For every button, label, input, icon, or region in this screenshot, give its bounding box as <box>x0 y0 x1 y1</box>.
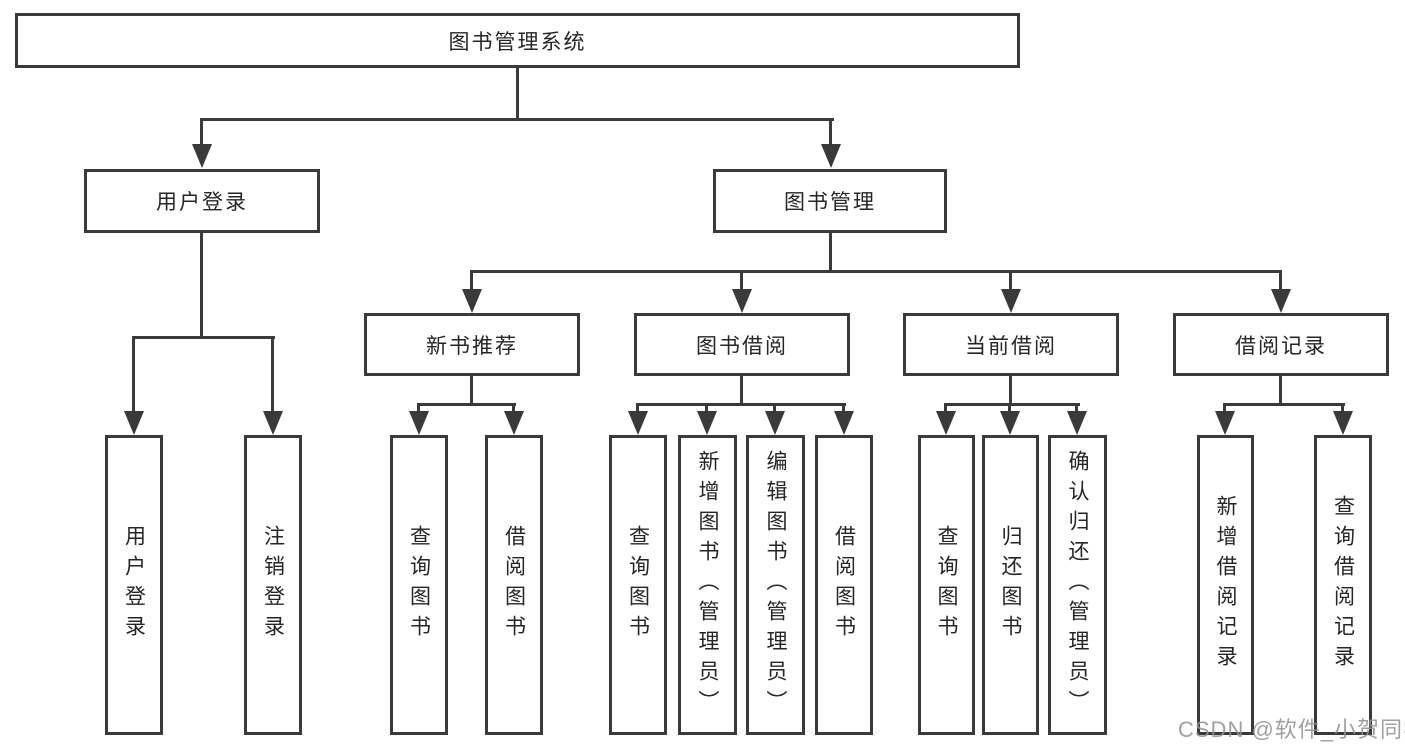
connector-arrowhead-icon <box>821 144 841 168</box>
connector-vline <box>1075 403 1078 415</box>
node-new-book-recommendation: 新书推荐 <box>364 313 580 376</box>
leaf-user-login: 用户登录 <box>105 435 163 735</box>
leaf-add-book-admin: 新增图书（管理员） <box>678 435 737 735</box>
node-library-management-system: 图书管理系统 <box>15 13 1020 68</box>
connector-vline <box>773 403 776 415</box>
connector-arrowhead-icon <box>697 411 717 435</box>
node-borrowing-records: 借阅记录 <box>1173 313 1389 376</box>
connector-arrowhead-icon <box>834 411 854 435</box>
connector-hline <box>944 403 1080 406</box>
connector-vline <box>200 118 203 150</box>
connector-vline <box>705 403 708 415</box>
connector-vline <box>944 403 947 415</box>
connector-arrowhead-icon <box>732 289 752 313</box>
leaf-add-borrow-record: 新增借阅记录 <box>1197 435 1254 735</box>
connector-hline <box>470 270 1282 273</box>
connector-arrowhead-icon <box>504 411 524 435</box>
leaf-query-books-current: 查询图书 <box>918 435 975 735</box>
leaf-edit-book-admin: 编辑图书（管理员） <box>746 435 805 735</box>
connector-vline <box>1009 376 1012 406</box>
connector-vline <box>1008 403 1011 415</box>
connector-arrowhead-icon <box>936 411 956 435</box>
connector-vline <box>1279 270 1282 293</box>
connector-arrowhead-icon <box>1001 289 1021 313</box>
connector-arrowhead-icon <box>765 411 785 435</box>
connector-hline <box>200 118 834 121</box>
leaf-logout: 注销登录 <box>244 435 302 735</box>
connector-vline <box>1279 376 1282 406</box>
connector-vline <box>829 118 832 150</box>
node-book-borrowing: 图书借阅 <box>634 313 850 376</box>
csdn-watermark: CSDN @软件_小贺同学 <box>1178 717 1405 742</box>
connector-arrowhead-icon <box>263 411 283 435</box>
connector-arrowhead-icon <box>409 411 429 435</box>
connector-vline <box>1341 403 1344 415</box>
connector-vline <box>200 233 203 337</box>
leaf-borrow-books-borrowing: 借阅图书 <box>815 435 873 735</box>
connector-arrowhead-icon <box>1271 289 1291 313</box>
connector-vline <box>516 68 519 121</box>
connector-vline <box>1223 403 1226 415</box>
connector-vline <box>271 336 274 414</box>
connector-vline <box>740 376 743 406</box>
connector-arrowhead-icon <box>462 289 482 313</box>
leaf-query-books-recommend: 查询图书 <box>390 435 448 735</box>
connector-hline <box>132 336 275 339</box>
connector-vline <box>740 270 743 293</box>
connector-arrowhead-icon <box>1000 411 1020 435</box>
connector-arrowhead-icon <box>1067 411 1087 435</box>
node-current-borrowing: 当前借阅 <box>903 313 1119 376</box>
connector-vline <box>417 403 420 415</box>
leaf-borrow-books-recommend: 借阅图书 <box>485 435 543 735</box>
connector-vline <box>470 376 473 406</box>
connector-hline <box>1223 403 1345 406</box>
connector-arrowhead-icon <box>628 411 648 435</box>
connector-arrowhead-icon <box>1333 411 1353 435</box>
connector-vline <box>842 403 845 415</box>
node-user-login: 用户登录 <box>84 169 320 233</box>
leaf-query-borrow-record: 查询借阅记录 <box>1314 435 1372 735</box>
connector-vline <box>1009 270 1012 293</box>
connector-vline <box>470 270 473 293</box>
connector-vline <box>829 233 832 273</box>
connector-arrowhead-icon <box>124 411 144 435</box>
connector-arrowhead-icon <box>192 144 212 168</box>
connector-vline <box>636 403 639 415</box>
node-book-management: 图书管理 <box>713 169 947 233</box>
connector-hline <box>636 403 846 406</box>
connector-hline <box>417 403 516 406</box>
leaf-confirm-return-admin: 确认归还（管理员） <box>1048 435 1107 735</box>
leaf-return-books: 归还图书 <box>982 435 1039 735</box>
connector-vline <box>132 336 135 414</box>
connector-vline <box>512 403 515 415</box>
connector-arrowhead-icon <box>1215 411 1235 435</box>
leaf-query-books-borrowing: 查询图书 <box>609 435 667 735</box>
